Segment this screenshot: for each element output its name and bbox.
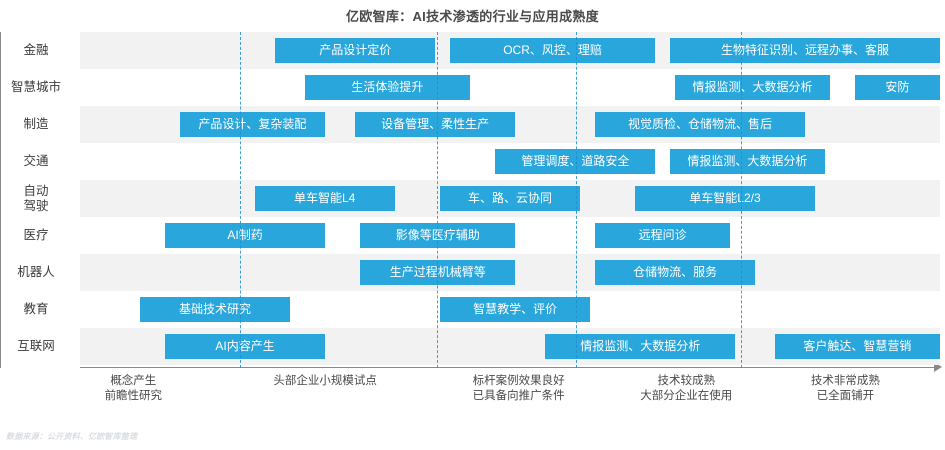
- stage-label: 头部企业小规模试点: [235, 374, 415, 389]
- stage-label-line2: 已具备向推广条件: [472, 390, 565, 402]
- chart-row: 生产过程机械臂等仓储物流、服务: [80, 254, 940, 291]
- gridline: [576, 32, 578, 368]
- stage-label-line1: 技术非常成熟: [810, 375, 880, 387]
- chart-bar[interactable]: 生活体验提升: [305, 75, 470, 100]
- row-label-交通: 交通: [0, 154, 72, 169]
- row-label-教育: 教育: [0, 302, 72, 317]
- y-axis-line: [0, 32, 1, 368]
- chart-bar[interactable]: 远程问诊: [595, 223, 731, 248]
- stage-label-line1: 技术较成熟: [657, 375, 716, 387]
- chart-row: 生活体验提升 情报监测、大数据分析安防: [80, 69, 940, 106]
- stage-label-line1: 头部企业小规模试点: [273, 375, 377, 387]
- chart-row: 产品设计定价 OCR、风控、理赔生物特征识别、远程办事、客服: [80, 32, 940, 69]
- row-label-line: 金融: [23, 43, 49, 57]
- gridline: [436, 32, 438, 368]
- stage-label: 概念产生前瞻性研究: [43, 374, 223, 404]
- chart-bar[interactable]: 情报监测、大数据分析: [675, 75, 830, 100]
- chart-bar[interactable]: AI内容产生: [165, 334, 326, 359]
- chart-bar[interactable]: 产品设计定价: [275, 38, 436, 63]
- chart-bar[interactable]: 车、路、云协同: [440, 186, 580, 211]
- row-label-line: 制造: [23, 117, 49, 131]
- x-axis-line: [80, 367, 935, 368]
- chart-bar[interactable]: OCR、风控、理赔: [449, 38, 656, 63]
- row-label-line: 交通: [23, 154, 49, 168]
- chart-row: AI内容产生 情报监测、大数据分析 客户触达、智慧营销: [80, 328, 940, 365]
- row-label-机器人: 机器人: [0, 265, 72, 280]
- row-label-制造: 制造: [0, 117, 72, 132]
- stage-label: 技术非常成熟已全面铺开: [755, 374, 935, 404]
- row-label-line: 教育: [23, 302, 49, 316]
- stage-label-line2: 前瞻性研究: [104, 390, 163, 402]
- stage-label-line2: 已全面铺开: [816, 390, 875, 402]
- row-label-智慧城市: 智慧城市: [0, 80, 72, 95]
- chart-row: 基础技术研究 智慧教学、评价: [80, 291, 940, 328]
- chart-bar[interactable]: 管理调度、道路安全: [495, 149, 656, 174]
- row-label-line: 机器人: [17, 265, 55, 279]
- chart-row: 管理调度、道路安全情报监测、大数据分析: [80, 143, 940, 180]
- stage-label-line2: 大部分企业在使用: [640, 390, 733, 402]
- chart-bar[interactable]: AI制药: [165, 223, 326, 248]
- row-label-line: 互联网: [17, 339, 55, 353]
- chart-row: 单车智能L4 车、路、云协同 单车智能L2/3: [80, 180, 940, 217]
- chart-title: 亿欧智库：AI技术渗透的行业与应用成熟度: [345, 9, 599, 24]
- row-label-医疗: 医疗: [0, 228, 72, 243]
- chart-bar[interactable]: 单车智能L2/3: [634, 186, 816, 211]
- stage-label: 技术较成熟大部分企业在使用: [596, 374, 776, 404]
- row-label-line: 医疗: [23, 228, 49, 242]
- source-note: 数据来源：公开资料、亿欧智库整理: [6, 432, 138, 441]
- chart-bar[interactable]: 基础技术研究: [140, 297, 290, 322]
- chart-bar[interactable]: 单车智能L4: [254, 186, 395, 211]
- stage-label-line1: 标杆案例效果良好: [472, 375, 565, 387]
- chart-bar[interactable]: 生物特征识别、远程办事、客服: [669, 38, 940, 63]
- gridline: [741, 32, 743, 368]
- chart-bar[interactable]: 仓储物流、服务: [595, 260, 756, 285]
- chart-bar[interactable]: 客户触达、智慧营销: [774, 334, 940, 359]
- chart-bar[interactable]: 产品设计、复杂装配: [179, 112, 326, 137]
- chart-bar[interactable]: 智慧教学、评价: [440, 297, 590, 322]
- chart-bar[interactable]: 情报监测、大数据分析: [545, 334, 736, 359]
- stage-label: 标杆案例效果良好已具备向推广条件: [429, 374, 609, 404]
- row-label-金融: 金融: [0, 43, 72, 58]
- x-axis-arrow-icon: [934, 362, 942, 372]
- stage-label-line1: 概念产生: [110, 375, 157, 387]
- chart-bar[interactable]: 情报监测、大数据分析: [669, 149, 825, 174]
- row-label-line: 驾驶: [23, 198, 49, 213]
- row-label-自动驾驶: 自动驾驶: [0, 184, 72, 214]
- chart-bar[interactable]: 设备管理、柔性生产: [355, 112, 516, 137]
- row-label-line: 自动: [23, 183, 49, 198]
- row-label-互联网: 互联网: [0, 339, 72, 354]
- chart-bar[interactable]: 视觉质检、仓储物流、售后: [595, 112, 805, 137]
- chart-row: 产品设计、复杂装配 设备管理、柔性生产 视觉质检、仓储物流、售后: [80, 106, 940, 143]
- chart-row: AI制药影像等医疗辅助远程问诊: [80, 217, 940, 254]
- gridline: [239, 32, 241, 368]
- row-label-line: 智慧城市: [10, 80, 61, 94]
- chart-bar[interactable]: 安防: [854, 75, 940, 100]
